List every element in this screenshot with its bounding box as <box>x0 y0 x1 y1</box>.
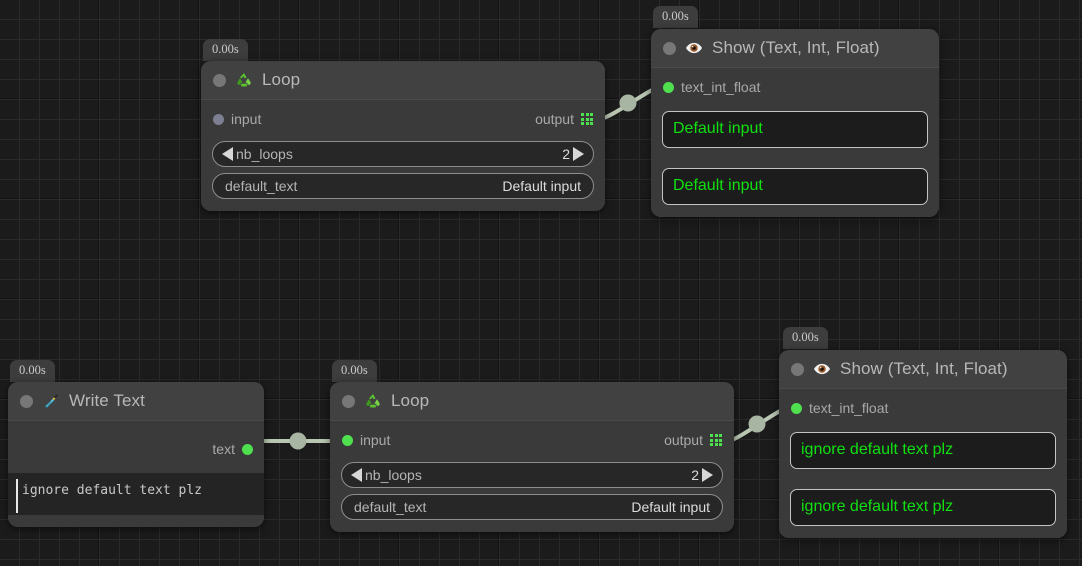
input-socket-label: input <box>231 111 262 127</box>
value-display-1[interactable]: ignore default text plz <box>790 432 1056 469</box>
node-status-dot[interactable] <box>663 41 676 55</box>
text-editor-write-text[interactable]: ignore default text plz <box>8 473 264 515</box>
param-nb-loops-loop-top[interactable]: nb_loops 2 <box>212 141 594 167</box>
node-title: Show (Text, Int, Float) <box>712 38 880 57</box>
node-header-show-bottom[interactable]: Show (Text, Int, Float) <box>779 350 1067 389</box>
node-title: Loop <box>262 70 301 89</box>
value-display-2[interactable]: ignore default text plz <box>790 489 1056 526</box>
text-editor-content: ignore default text plz <box>22 483 203 498</box>
socket-row: text_int_float <box>662 76 928 99</box>
node-loop-bottom[interactable]: Loop input output nb_loops 2 <box>330 382 734 532</box>
node-write-text[interactable]: Write Text text ignore default text plz <box>8 382 264 527</box>
node-loop-top[interactable]: Loop input output nb_loops 2 <box>201 61 605 211</box>
recycle-icon <box>366 394 380 408</box>
node-body-loop-top: input output nb_loops 2 default_te <box>201 100 605 211</box>
output-socket-label: output <box>664 432 703 448</box>
param-value: Default input <box>631 499 710 515</box>
eye-icon <box>814 363 830 375</box>
node-status-dot[interactable] <box>213 73 226 87</box>
stepper-decrement-icon[interactable] <box>351 468 362 482</box>
node-show-top[interactable]: Show (Text, Int, Float) text_int_float D… <box>651 29 939 217</box>
value-display-1[interactable]: Default input <box>662 111 928 148</box>
node-title: Write Text <box>69 391 145 410</box>
socket-row: input output <box>341 429 723 456</box>
output-list-socket-loop-top[interactable] <box>581 113 593 125</box>
recycle-icon <box>237 73 251 87</box>
node-show-bottom[interactable]: Show (Text, Int, Float) text_int_float i… <box>779 350 1067 538</box>
param-label: default_text <box>225 178 298 194</box>
input-socket-show-bottom[interactable] <box>791 402 802 414</box>
node-header-show-top[interactable]: Show (Text, Int, Float) <box>651 29 939 68</box>
socket-row: text <box>19 429 253 463</box>
socket-row: input output <box>212 108 594 135</box>
input-socket-loop-top[interactable] <box>213 113 224 125</box>
param-value: Default input <box>502 178 581 194</box>
input-socket-show-top[interactable] <box>663 81 674 93</box>
input-socket-label: text_int_float <box>809 400 889 416</box>
input-socket-label: text_int_float <box>681 79 761 95</box>
output-socket-label: output <box>535 111 574 127</box>
node-body-write-text: text ignore default text plz <box>8 421 264 527</box>
param-label: nb_loops <box>236 146 293 162</box>
eye-icon <box>686 42 702 54</box>
param-value: 2 <box>562 146 570 162</box>
node-status-dot[interactable] <box>791 362 804 376</box>
output-list-socket-loop-bottom[interactable] <box>710 434 722 446</box>
stepper-increment-icon[interactable] <box>702 468 713 482</box>
node-header-loop-top[interactable]: Loop <box>201 61 605 100</box>
timing-badge-loop-top: 0.00s <box>203 39 248 61</box>
output-socket-label: text <box>212 441 235 457</box>
param-default-text-loop-top[interactable]: default_text Default input <box>212 173 594 199</box>
node-body-show-top: text_int_float Default input Default inp… <box>651 68 939 217</box>
node-status-dot[interactable] <box>20 394 33 408</box>
output-socket-write-text[interactable] <box>242 443 253 455</box>
param-label: nb_loops <box>365 467 422 483</box>
input-socket-label: input <box>360 432 391 448</box>
edge-write-text-to-loop-bottom <box>258 432 338 450</box>
timing-badge-loop-bottom: 0.00s <box>332 360 377 382</box>
param-nb-loops-loop-bottom[interactable]: nb_loops 2 <box>341 462 723 488</box>
node-body-loop-bottom: input output nb_loops 2 default_te <box>330 421 734 532</box>
node-title: Loop <box>391 391 430 410</box>
node-header-write-text[interactable]: Write Text <box>8 382 264 421</box>
param-label: default_text <box>354 499 427 515</box>
param-value: 2 <box>691 467 699 483</box>
input-socket-loop-bottom[interactable] <box>342 434 353 446</box>
node-status-dot[interactable] <box>342 394 355 408</box>
node-header-loop-bottom[interactable]: Loop <box>330 382 734 421</box>
stepper-decrement-icon[interactable] <box>222 147 233 161</box>
stepper-increment-icon[interactable] <box>573 147 584 161</box>
text-caret <box>16 479 18 513</box>
edge-loop-bottom-to-show-bottom <box>727 406 788 443</box>
socket-row: text_int_float <box>790 397 1056 420</box>
value-display-2[interactable]: Default input <box>662 168 928 205</box>
param-default-text-loop-bottom[interactable]: default_text Default input <box>341 494 723 520</box>
pen-nib-icon <box>44 393 59 409</box>
node-title: Show (Text, Int, Float) <box>840 359 1008 378</box>
edge-loop-top-to-show-top <box>598 86 658 121</box>
timing-badge-show-top: 0.00s <box>653 6 698 28</box>
node-body-show-bottom: text_int_float ignore default text plz i… <box>779 389 1067 538</box>
timing-badge-show-bottom: 0.00s <box>783 327 828 349</box>
timing-badge-write-text: 0.00s <box>10 360 55 382</box>
